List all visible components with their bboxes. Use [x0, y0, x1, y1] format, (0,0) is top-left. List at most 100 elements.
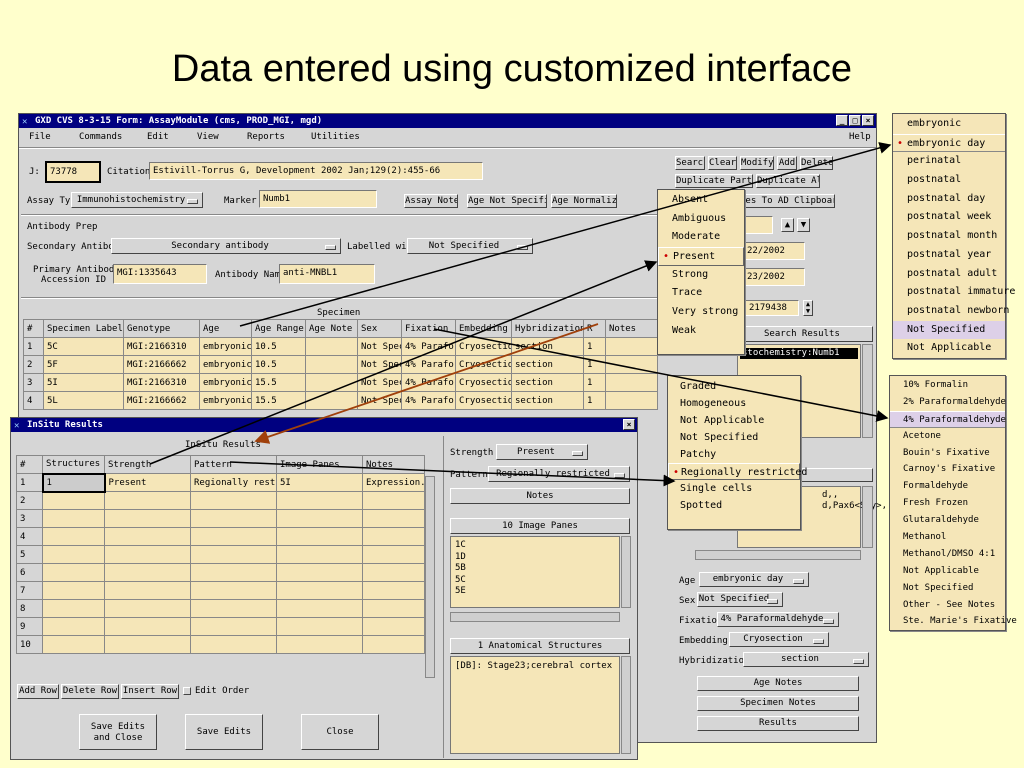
fixation-select[interactable]: 4% Paraformaldehyde: [717, 612, 839, 627]
fixation-menu-option[interactable]: Fresh Frozen: [903, 498, 969, 509]
specimen-cell[interactable]: MGI:2166662: [123, 355, 200, 374]
genotype-scrollbar[interactable]: [862, 486, 873, 548]
specimen-cell[interactable]: 5I: [43, 373, 124, 392]
specimen-cell[interactable]: [605, 337, 658, 356]
fixation-menu-option[interactable]: Carnoy's Fixative: [903, 464, 996, 475]
specimen-cell[interactable]: 5L: [43, 391, 124, 410]
specimen-cell[interactable]: Cryosection: [455, 355, 512, 374]
insitu-cell[interactable]: [190, 563, 277, 582]
menu-file[interactable]: File: [29, 132, 51, 142]
specimen-cell[interactable]: 4% Parafor. ▾: [401, 391, 456, 410]
insitu-cell[interactable]: [362, 491, 425, 510]
specimen-cell[interactable]: embryonic ▾: [199, 391, 252, 410]
image-pane-item[interactable]: 5C: [455, 574, 466, 585]
fixation-menu-option[interactable]: 2% Paraformaldehyde: [903, 396, 1006, 407]
menu-commands[interactable]: Commands: [79, 132, 123, 142]
insitu-cell[interactable]: [276, 635, 363, 654]
insitu-cell[interactable]: [42, 563, 105, 582]
fixation-menu-option[interactable]: Methanol: [903, 532, 947, 543]
table-row[interactable]: 2: [16, 491, 425, 510]
image-panes-hscrollbar[interactable]: [450, 612, 620, 622]
insitu-cell[interactable]: [42, 599, 105, 618]
save-edits-button[interactable]: Save Edits: [185, 714, 263, 750]
close-button[interactable]: ×: [862, 115, 874, 126]
specimen-cell[interactable]: 10.5: [251, 337, 306, 356]
fixation-menu-option[interactable]: Not Applicable: [903, 565, 979, 576]
age-menu-option[interactable]: postnatal month: [907, 230, 998, 242]
insitu-close-button[interactable]: ×: [623, 419, 635, 430]
specimen-cell[interactable]: embryonic ▾: [199, 373, 252, 392]
anatomical-scrollbar[interactable]: [621, 656, 631, 754]
specimen-cell[interactable]: [605, 391, 658, 410]
age-menu-option[interactable]: postnatal adult: [907, 267, 998, 279]
insitu-cell[interactable]: [104, 527, 191, 546]
specimen-cell[interactable]: 4% Parafor. ▾: [401, 373, 456, 392]
results-button[interactable]: Results: [697, 716, 859, 731]
search-result-item[interactable]: stochemistry:Numb1: [740, 348, 858, 359]
insitu-cell[interactable]: [104, 581, 191, 600]
insitu-cell[interactable]: [190, 635, 277, 654]
insitu-cell[interactable]: [276, 509, 363, 528]
strength-menu-option[interactable]: Absent: [672, 194, 709, 205]
specimen-cell[interactable]: [305, 373, 358, 392]
fixation-menu-option[interactable]: Ste. Marie's Fixative: [903, 616, 1017, 627]
minimize-button[interactable]: _: [836, 115, 848, 126]
age-menu-option[interactable]: postnatal year: [907, 248, 992, 260]
specimen-cell[interactable]: 1: [583, 373, 606, 392]
specimen-cell[interactable]: 4% Parafor. ▾: [401, 337, 456, 356]
insitu-cell[interactable]: [276, 491, 363, 510]
j-number-field[interactable]: 73778: [45, 161, 101, 183]
specimen-cell[interactable]: 1: [583, 355, 606, 374]
assay-type-select[interactable]: Immunohistochemistry: [71, 192, 203, 208]
age-menu-option[interactable]: postnatal immature: [907, 286, 1016, 298]
pattern-menu-option[interactable]: Patchy: [680, 449, 717, 460]
image-panes-list[interactable]: 1C 1D 5B 5C 5E: [450, 536, 620, 608]
fixation-menu-option[interactable]: Formaldehyde: [903, 481, 969, 492]
insitu-cell[interactable]: [276, 545, 363, 564]
citation-field[interactable]: Estivill-Torrus G, Development 2002 Jan;…: [149, 162, 483, 180]
specimen-cell[interactable]: 1: [583, 391, 606, 410]
accession-stepper[interactable]: ▲▼: [803, 300, 813, 316]
specimen-cell[interactable]: 4% Parafor. ▾: [401, 355, 456, 374]
table-row[interactable]: 4: [16, 527, 425, 546]
pattern-menu-option[interactable]: Graded: [680, 381, 717, 392]
table-row[interactable]: 8: [16, 599, 425, 618]
insitu-cell[interactable]: [362, 599, 425, 618]
specimen-cell[interactable]: Not Spec. ▾: [357, 373, 402, 392]
edit-order-checkbox[interactable]: [183, 687, 191, 695]
assay-notes-button[interactable]: Assay Notes: [404, 194, 458, 208]
delete-row-button[interactable]: Delete Row: [61, 684, 119, 699]
insitu-cell[interactable]: [362, 563, 425, 582]
add-button[interactable]: Add: [777, 156, 797, 170]
pattern-menu-option[interactable]: Not Specified: [680, 432, 759, 443]
specimen-cell[interactable]: MGI:2166310: [123, 373, 200, 392]
insitu-cell[interactable]: [276, 563, 363, 582]
save-edits-and-close-button[interactable]: Save Edits and Close: [79, 714, 157, 750]
age-menu-option[interactable]: Not Applicable: [907, 342, 992, 354]
insitu-cell[interactable]: [104, 617, 191, 636]
table-row[interactable]: 10: [16, 635, 425, 654]
insitu-cell[interactable]: [104, 545, 191, 564]
age-select[interactable]: embryonic day: [699, 572, 809, 587]
insitu-cell[interactable]: [104, 635, 191, 654]
age-menu-option[interactable]: postnatal: [907, 174, 962, 186]
antibody-name-field[interactable]: anti-MNBL1: [279, 264, 375, 284]
insitu-cell[interactable]: [276, 617, 363, 636]
image-panes-scrollbar[interactable]: [621, 536, 631, 608]
fixation-menu-option[interactable]: Acetone: [903, 430, 941, 441]
menu-reports[interactable]: Reports: [247, 132, 285, 142]
age-not-specified-button[interactable]: Age Not Specified: [467, 194, 547, 208]
strength-menu-option[interactable]: Very strong: [672, 306, 739, 318]
insitu-cell[interactable]: Expression. ▾: [362, 473, 425, 492]
delete-button[interactable]: Delete: [800, 156, 833, 170]
insitu-cell[interactable]: [104, 491, 191, 510]
specimen-cell[interactable]: [605, 355, 658, 374]
anatomical-structures-list[interactable]: [DB]: Stage23;cerebral cortex: [450, 656, 620, 754]
table-row[interactable]: 3: [16, 509, 425, 528]
strength-menu-option[interactable]: Moderate: [672, 231, 721, 243]
clear-button[interactable]: Clear: [708, 156, 737, 170]
fixation-menu-option[interactable]: 4% Paraformaldehyde: [890, 410, 1006, 428]
insitu-cell[interactable]: [190, 545, 277, 564]
